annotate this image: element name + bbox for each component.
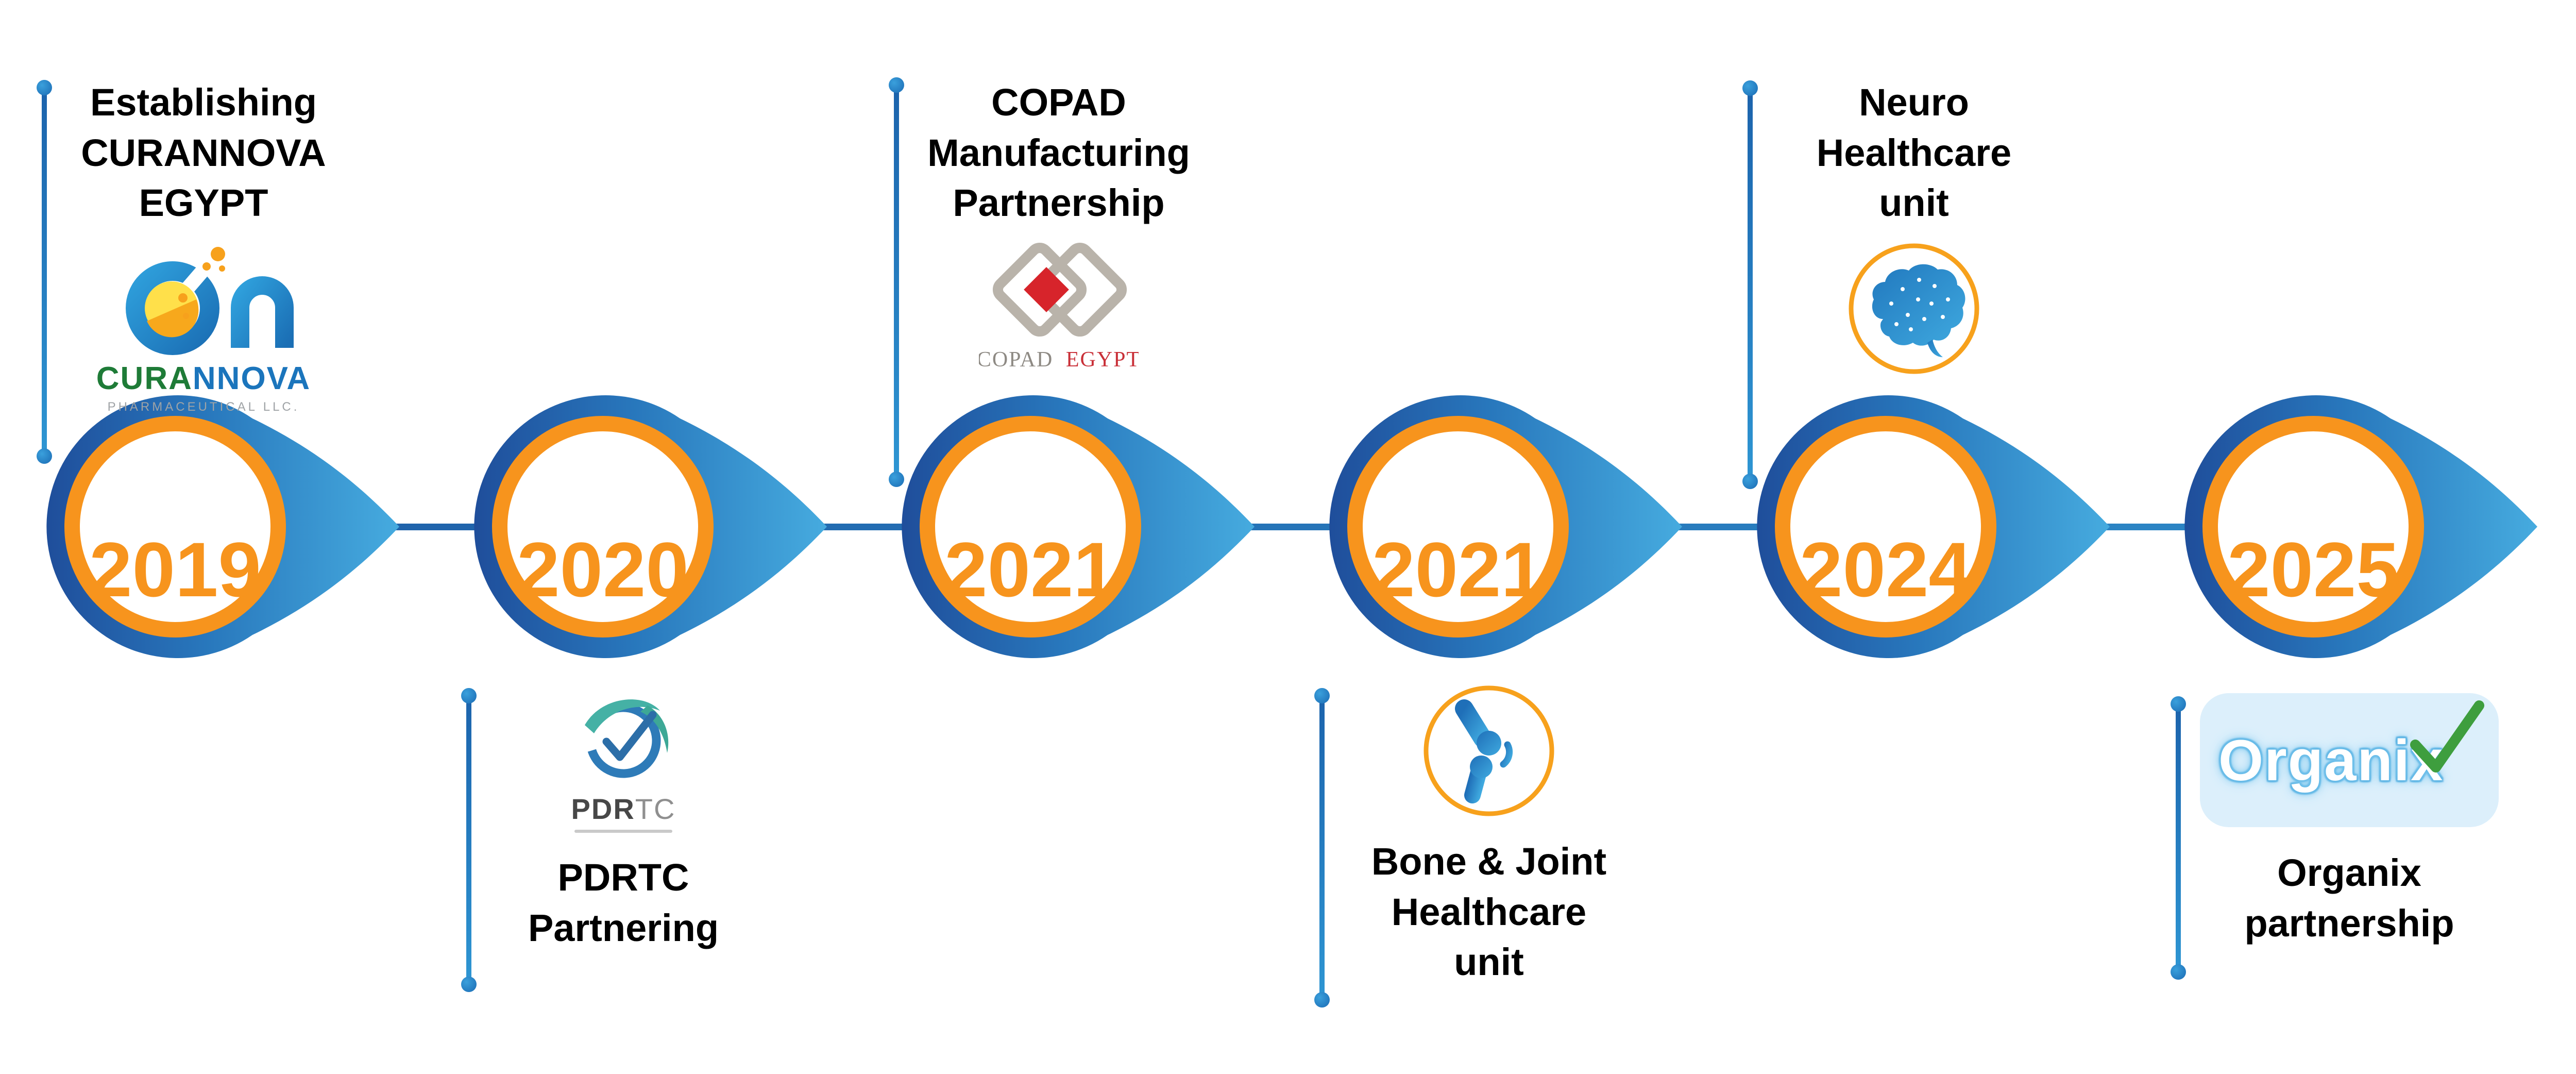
- copad-word-secondary: EGYPT: [1066, 348, 1139, 372]
- curannova-word-secondary: NNOVA: [192, 361, 311, 397]
- callout-text-line: PDRTC: [557, 856, 689, 899]
- copad-wordmark: COPAD EGYPT: [979, 348, 1139, 372]
- year-ring: [492, 416, 714, 637]
- year-label: 2020: [517, 526, 689, 613]
- connector-line-2019: [42, 88, 47, 456]
- connector-dot: [1314, 992, 1330, 1008]
- connector-dot: [889, 77, 904, 93]
- year-label: 2025: [2227, 526, 2399, 613]
- callout-text-line: Establishing: [90, 81, 317, 124]
- curannova-logo-icon: [126, 247, 294, 356]
- callout-2024: Neuro Healthcare unit: [1759, 77, 2069, 377]
- pdrtc-word-light: TC: [635, 793, 676, 825]
- pdrtc-wordmark: PDRTC: [571, 792, 676, 826]
- milestone-marker-2020: 2020: [474, 395, 827, 658]
- pdrtc-logo-icon: [585, 699, 669, 778]
- callout-text-line: unit: [1879, 181, 1949, 225]
- callout-text-line: Partnership: [953, 181, 1165, 225]
- year-label: 2021: [944, 526, 1116, 613]
- curannova-word-primary: CURA: [96, 361, 193, 397]
- year-ring: [920, 416, 1141, 637]
- connector-line-2024: [1748, 88, 1753, 481]
- milestone-marker-2025: 2025: [2184, 395, 2537, 658]
- year-ring: [2202, 416, 2424, 637]
- connector-line-2025: [2176, 704, 2181, 972]
- milestone-marker-2024: 2024: [1757, 395, 2110, 658]
- copad-word-primary: COPAD: [979, 348, 1053, 372]
- callout-2025: Organix Organix partnership: [2200, 693, 2499, 948]
- year-label: 2019: [89, 526, 261, 613]
- year-ring: [64, 416, 286, 637]
- year-ring: [1347, 416, 1569, 637]
- connector-dot: [2171, 696, 2186, 712]
- callout-2021-bone: Bone & Joint Healthcare unit: [1345, 683, 1633, 987]
- callout-text-line: EGYPT: [139, 181, 268, 225]
- milestone-marker-2021-copad: 2021: [902, 395, 1255, 658]
- year-label: 2021: [1372, 526, 1544, 613]
- bone-joint-icon: [1423, 685, 1554, 816]
- connector-line-2020: [466, 696, 471, 984]
- callout-text-line: Healthcare: [1816, 131, 2012, 174]
- curannova-wordmark: CURANNOVA: [96, 360, 311, 397]
- callout-text-line: partnership: [2244, 901, 2454, 945]
- connector-line-2021-bone: [1319, 696, 1325, 1000]
- curannova-subtitle: PHARMACEUTICAL LLC.: [107, 400, 300, 414]
- callout-2021-copad: COPAD Manufacturing Partnership COPAD EG…: [904, 77, 1213, 376]
- organix-wordmark: Organix: [2218, 728, 2444, 793]
- pdrtc-word-bold: PDR: [571, 793, 635, 825]
- pdrtc-tagline-bar: [574, 830, 672, 833]
- connector-dot: [37, 80, 52, 95]
- callout-text-line: CURANNOVA: [81, 131, 326, 174]
- callout-text-line: Healthcare: [1391, 890, 1587, 933]
- callout-text-line: Manufacturing: [927, 131, 1190, 174]
- connector-dot: [1742, 80, 1758, 96]
- copad-logo-icon: COPAD EGYPT: [979, 242, 1139, 372]
- callout-2019: Establishing CURANNOVA EGYPT CURANNOVA P…: [49, 77, 358, 414]
- connector-dot: [37, 448, 52, 464]
- connector-dot: [2171, 964, 2186, 980]
- connector-dot: [461, 977, 477, 992]
- callout-text-line: Partnering: [528, 906, 719, 949]
- year-ring: [1775, 416, 1996, 637]
- milestone-marker-2021-bone: 2021: [1329, 395, 1682, 658]
- brain-icon: [1849, 243, 1979, 374]
- organix-check-icon: [2410, 700, 2484, 773]
- year-label: 2024: [1800, 526, 1972, 613]
- callout-text-line: unit: [1454, 941, 1524, 984]
- connector-dot: [461, 688, 477, 703]
- brain-network-dots: [1889, 278, 1950, 332]
- callout-2020: PDRTC PDRTC Partnering: [479, 688, 768, 953]
- callout-text-line: COPAD: [991, 81, 1126, 124]
- connector-dot: [1742, 474, 1758, 489]
- callout-text-line: Organix: [2277, 851, 2421, 894]
- callout-text-line: Neuro: [1859, 81, 1969, 124]
- connector-dot: [889, 472, 904, 487]
- callout-text-line: Bone & Joint: [1371, 840, 1607, 883]
- organix-logo: Organix: [2200, 693, 2499, 827]
- connector-line-2021-copad: [894, 85, 899, 479]
- connector-dot: [1314, 688, 1330, 703]
- milestone-marker-2019: 2019: [46, 395, 399, 658]
